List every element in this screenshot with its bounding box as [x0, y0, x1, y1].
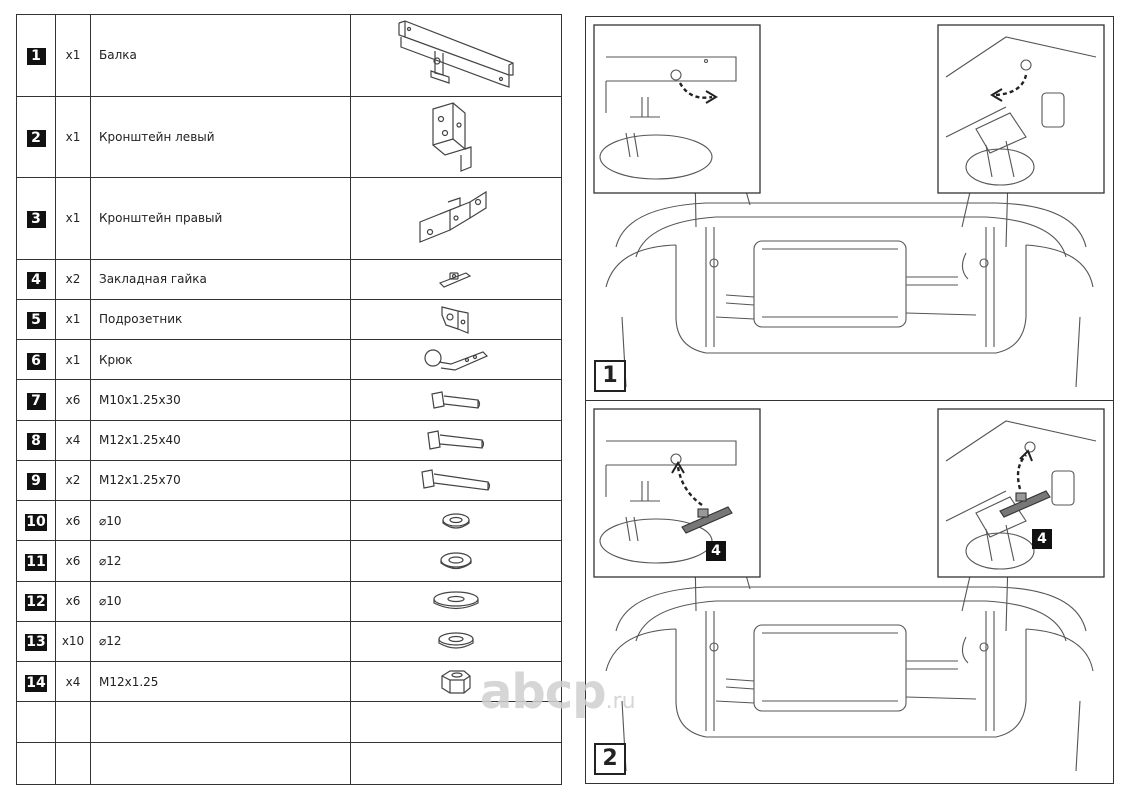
part-name: M12x1.25x40: [90, 419, 351, 461]
part-name: Крюк: [90, 339, 351, 381]
table-row: 8 x4 M12x1.25x40: [16, 419, 562, 461]
spring-washer-icon: [442, 513, 470, 529]
part-callout-badge: 4: [706, 541, 726, 561]
part-number: 5: [26, 312, 46, 330]
table-row: [16, 741, 562, 786]
tow-ball-hook-icon: [424, 349, 489, 371]
table-row: 1 x1 Балка: [16, 14, 562, 97]
table-row: 4 x2 Закладная гайка: [16, 258, 562, 300]
part-number: 9: [26, 473, 46, 491]
part-name: M12x1.25: [90, 661, 351, 703]
watermark-text: abcp: [480, 664, 607, 720]
part-name: Кронштейн левый: [90, 95, 351, 179]
part-number: 3: [26, 211, 46, 229]
part-qty: x6: [55, 540, 91, 582]
table-row: 11 x6 ⌀12: [16, 540, 562, 582]
part-number: 1: [26, 48, 46, 66]
bolt-icon: [421, 469, 491, 492]
hex-nut-icon: [441, 670, 471, 694]
part-qty: x1: [55, 177, 91, 260]
part-name: ⌀10: [90, 580, 351, 622]
part-qty: x1: [55, 95, 91, 179]
assembly-step-1: 1: [586, 17, 1113, 401]
step-number-badge: 1: [594, 360, 626, 392]
part-qty: x2: [55, 258, 91, 300]
part-number: 13: [25, 634, 47, 652]
part-name: ⌀10: [90, 500, 351, 542]
part-number: 6: [26, 352, 46, 370]
part-qty: x4: [55, 419, 91, 461]
table-row: 9 x2 M12x1.25x70: [16, 459, 562, 502]
part-number: 11: [25, 553, 47, 571]
table-row: 5 x1 Подрозетник: [16, 298, 562, 341]
vehicle-underbody-drawing: [593, 408, 1105, 772]
part-callout-badge: 4: [1032, 529, 1052, 549]
part-name: Балка: [90, 14, 351, 97]
part-name: M10x1.25x30: [90, 379, 351, 421]
part-qty: x6: [55, 580, 91, 622]
part-number: 8: [26, 433, 46, 451]
table-row: 10 x6 ⌀10: [16, 500, 562, 542]
part-number: 10: [25, 513, 47, 531]
table-row: 3 x1 Кронштейн правый: [16, 177, 562, 260]
parts-table: 1 x1 Балка 2 x1 Кронштейн левый 3: [16, 14, 562, 786]
flat-washer-icon: [438, 632, 474, 650]
part-qty: x2: [55, 459, 91, 502]
part-name: M12x1.25x70: [90, 459, 351, 502]
part-qty: x1: [55, 298, 91, 341]
step-number-badge: 2: [594, 743, 626, 775]
part-qty: x6: [55, 500, 91, 542]
table-row: [16, 701, 562, 743]
part-qty: x10: [55, 620, 91, 663]
part-name: ⌀12: [90, 620, 351, 663]
table-row: 7 x6 M10x1.25x30: [16, 379, 562, 421]
table-row: 2 x1 Кронштейн левый: [16, 95, 562, 179]
part-qty: x1: [55, 14, 91, 97]
bolt-icon: [431, 391, 481, 409]
part-qty: x4: [55, 661, 91, 703]
tow-beam-icon: [398, 20, 514, 89]
left-bracket-icon: [432, 101, 472, 172]
part-qty: x1: [55, 339, 91, 381]
part-name: Подрозетник: [90, 298, 351, 341]
assembly-step-2: 4 4 2: [586, 401, 1113, 783]
assembly-figure: 1: [585, 16, 1114, 784]
right-bracket-icon: [419, 191, 487, 244]
watermark-suffix: .ru: [605, 689, 636, 714]
table-row: 6 x1 Крюк: [16, 339, 562, 381]
bolt-icon: [427, 430, 485, 450]
socket-plate-icon: [441, 306, 469, 335]
insert-nut-icon: [438, 272, 472, 288]
part-number: 4: [26, 272, 46, 290]
table-row: 12 x6 ⌀10: [16, 580, 562, 622]
flat-washer-icon: [433, 591, 479, 610]
spring-washer-icon: [440, 552, 472, 570]
vehicle-underbody-drawing: [593, 24, 1105, 388]
part-number: 12: [25, 594, 47, 612]
part-qty: x6: [55, 379, 91, 421]
part-number: 14: [25, 674, 47, 692]
part-name: Закладная гайка: [90, 258, 351, 300]
part-number: 2: [26, 129, 46, 147]
part-name: Кронштейн правый: [90, 177, 351, 260]
watermark: abcp.ru: [480, 664, 636, 720]
part-name: ⌀12: [90, 540, 351, 582]
part-number: 7: [26, 392, 46, 410]
table-row: 13 x10 ⌀12: [16, 620, 562, 663]
